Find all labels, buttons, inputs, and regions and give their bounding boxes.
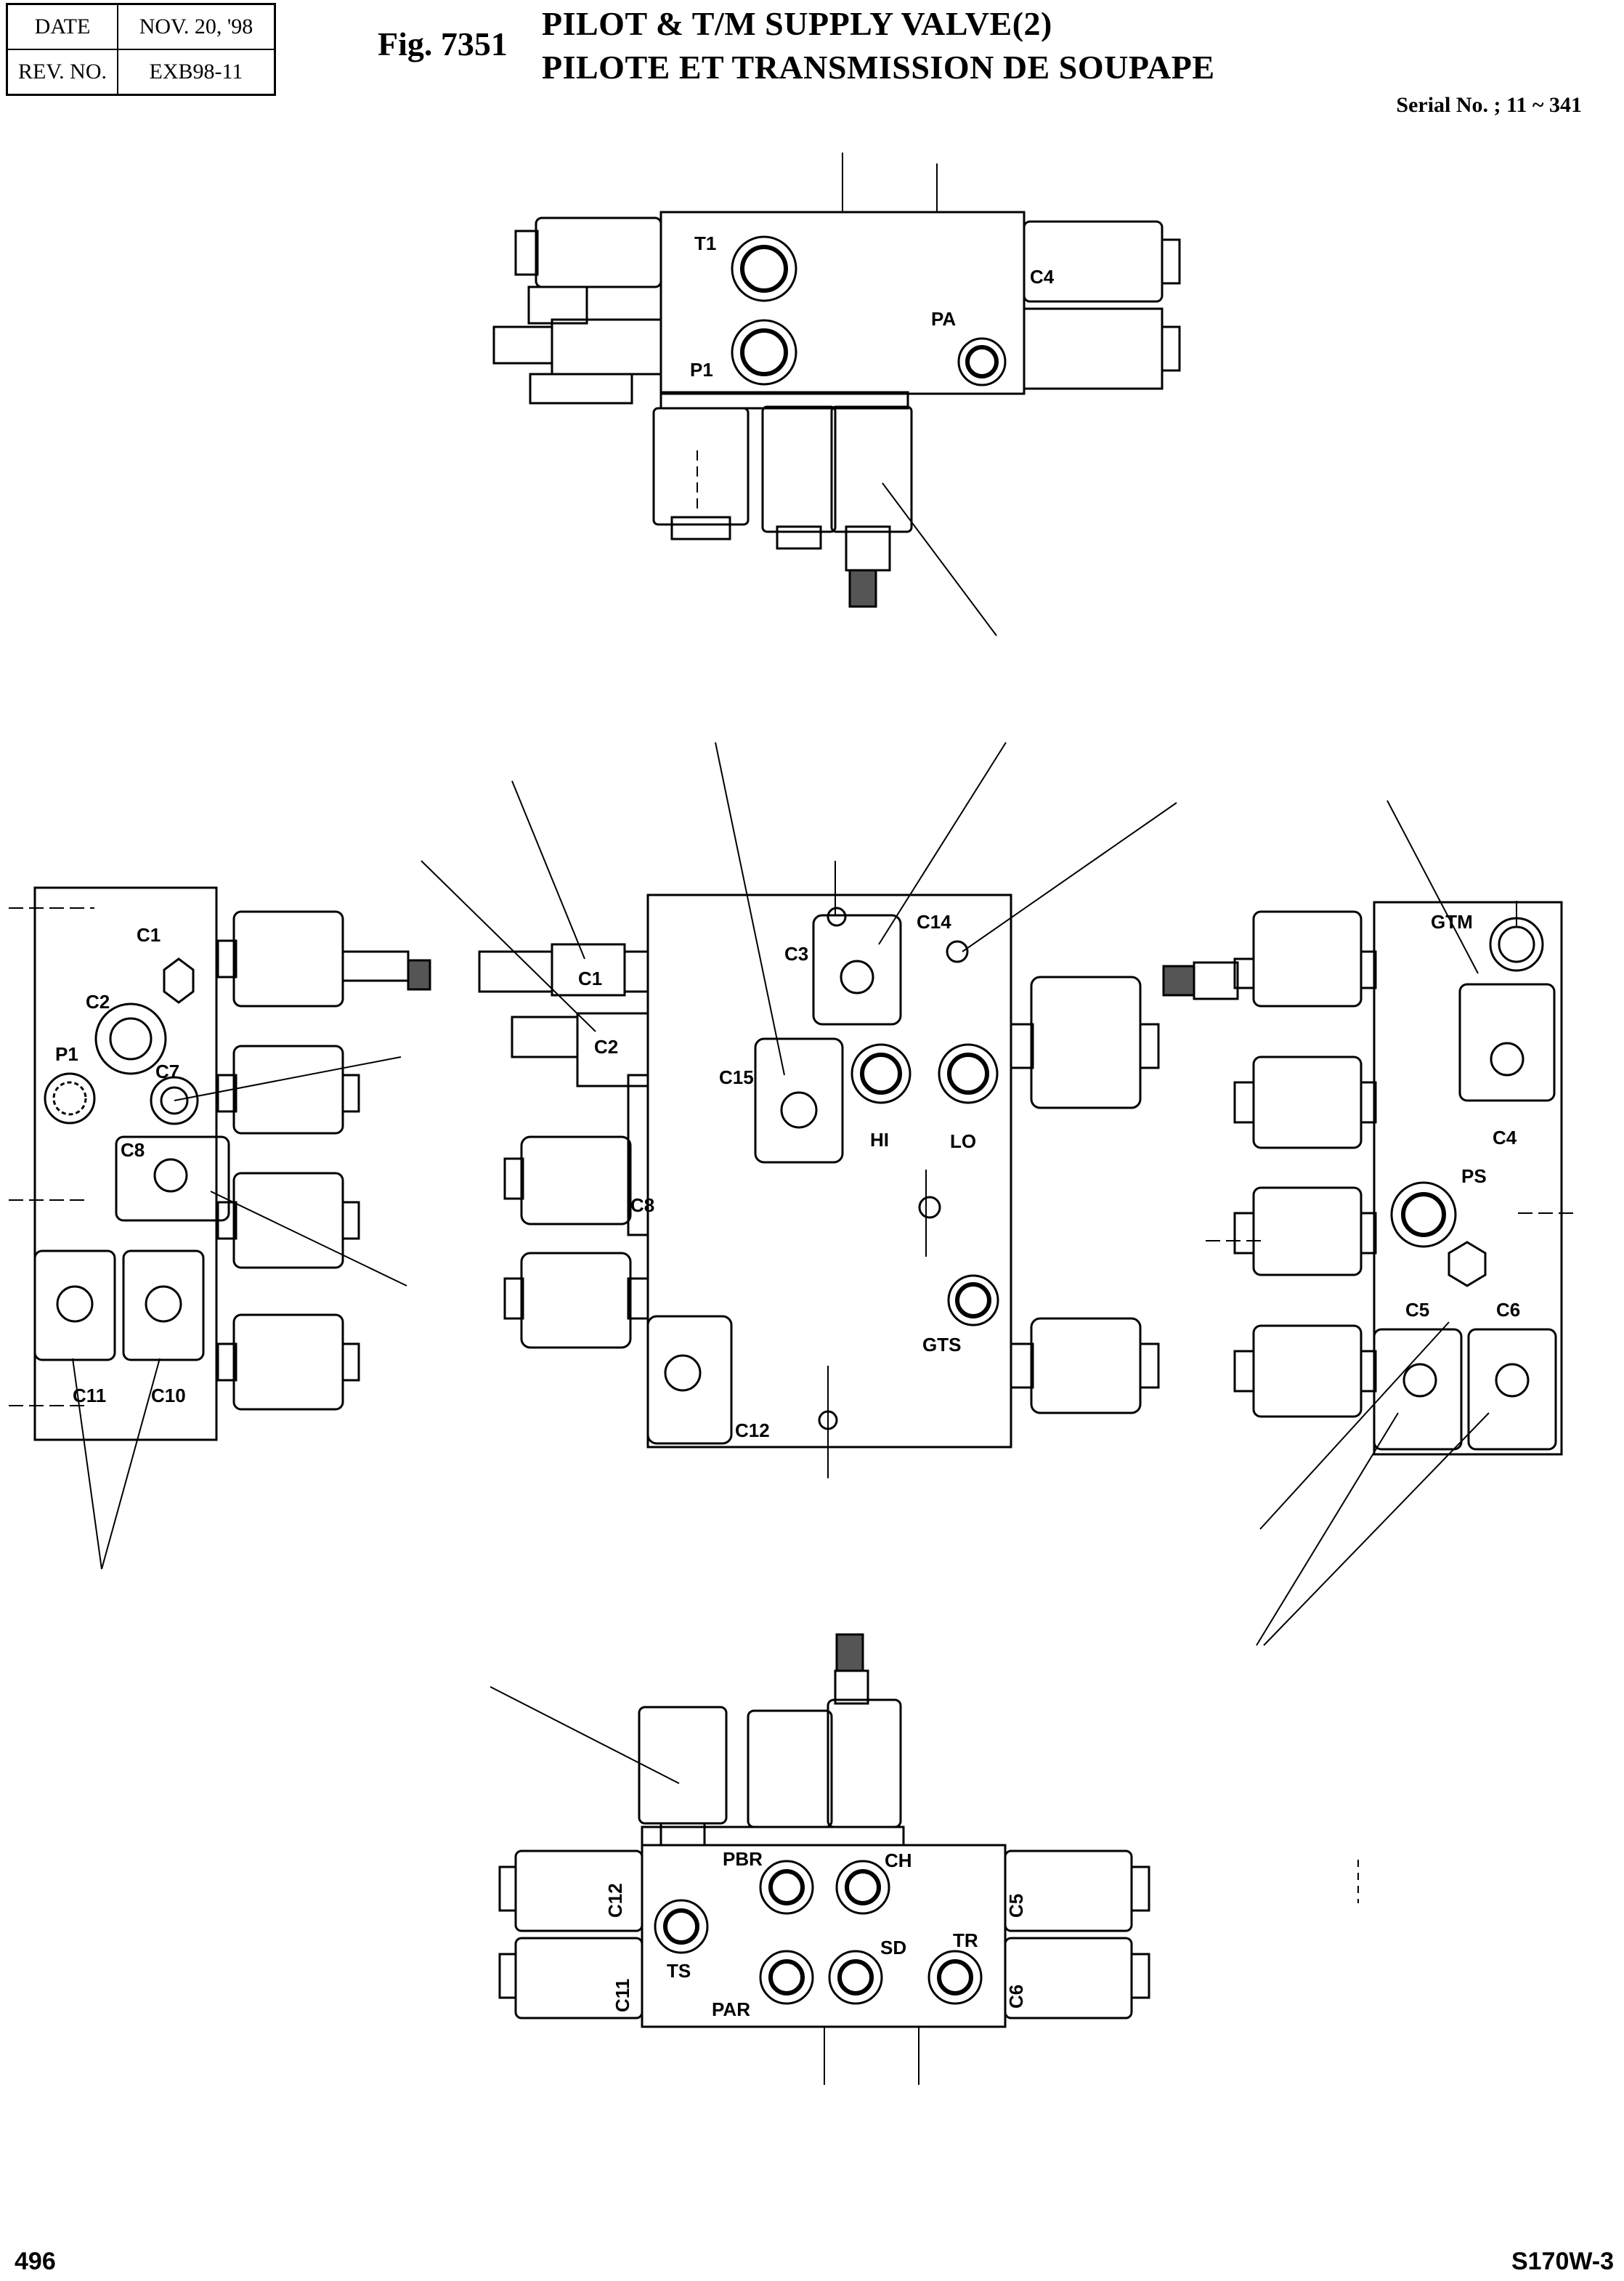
rev-label: REV. NO. xyxy=(6,49,118,96)
right-view xyxy=(1162,800,1576,1646)
center-c8-label: C8 xyxy=(630,1194,654,1216)
page-number: 496 xyxy=(15,2248,56,2275)
right-c5-label: C5 xyxy=(1405,1299,1429,1321)
center-view xyxy=(421,742,1177,1478)
bottom-sd-label: SD xyxy=(880,1937,906,1958)
date-label: DATE xyxy=(6,3,118,50)
left-c10-label: C10 xyxy=(151,1385,186,1406)
left-c1-label: C1 xyxy=(137,924,161,946)
center-gts-label: GTS xyxy=(922,1334,961,1356)
right-c6-label: C6 xyxy=(1496,1299,1520,1321)
figure-number: Fig. 7351 xyxy=(378,25,508,62)
top-view xyxy=(492,153,1181,636)
date-value: NOV. 20, '98 xyxy=(117,3,276,50)
bottom-c5-label: C5 xyxy=(1005,1894,1027,1918)
right-ps-label: PS xyxy=(1461,1165,1487,1187)
bottom-c11-label: C11 xyxy=(612,1979,633,2012)
title-english: PILOT & T/M SUPPLY VALVE(2) xyxy=(542,5,1052,42)
left-p1-label: P1 xyxy=(55,1043,78,1065)
top-t1-label: T1 xyxy=(694,232,716,254)
title-french: PILOTE ET TRANSMISSION DE SOUPAPE xyxy=(542,49,1215,86)
center-lo-label: LO xyxy=(950,1130,976,1152)
top-c4-label: C4 xyxy=(1030,266,1055,288)
bottom-ts-label: TS xyxy=(667,1960,691,1982)
right-c4-label: C4 xyxy=(1493,1127,1517,1148)
bottom-view xyxy=(490,1633,1359,2085)
model-number: S170W-3 xyxy=(1511,2248,1614,2275)
center-c12-label: C12 xyxy=(735,1419,770,1441)
rev-value: EXB98-11 xyxy=(117,49,276,96)
bottom-c12-label: C12 xyxy=(604,1883,626,1918)
left-c11-label: C11 xyxy=(73,1385,106,1406)
left-c7-label: C7 xyxy=(155,1061,179,1082)
bottom-par-label: PAR xyxy=(712,1998,750,2020)
center-c14-label: C14 xyxy=(917,911,951,933)
bottom-ch-label: CH xyxy=(885,1849,912,1871)
center-c1-label: C1 xyxy=(578,968,602,989)
left-c8-label: C8 xyxy=(121,1139,145,1161)
serial-number: Serial No. ; 11 ~ 341 xyxy=(1396,93,1582,117)
left-view xyxy=(9,886,431,1570)
center-c3-label: C3 xyxy=(784,943,808,965)
center-c2-label: C2 xyxy=(594,1036,618,1058)
right-gtm-label: GTM xyxy=(1431,911,1473,933)
top-p1-label: P1 xyxy=(690,359,713,381)
left-c2-label: C2 xyxy=(86,991,110,1013)
bottom-pbr-label: PBR xyxy=(723,1848,763,1870)
bottom-tr-label: TR xyxy=(953,1929,978,1951)
center-hi-label: HI xyxy=(870,1129,889,1151)
center-c15-label: C15 xyxy=(719,1066,754,1088)
revision-table: DATE NOV. 20, '98 REV. NO. EXB98-11 xyxy=(6,3,276,96)
bottom-c6-label: C6 xyxy=(1005,1985,1027,2009)
top-pa-label: PA xyxy=(931,308,956,330)
